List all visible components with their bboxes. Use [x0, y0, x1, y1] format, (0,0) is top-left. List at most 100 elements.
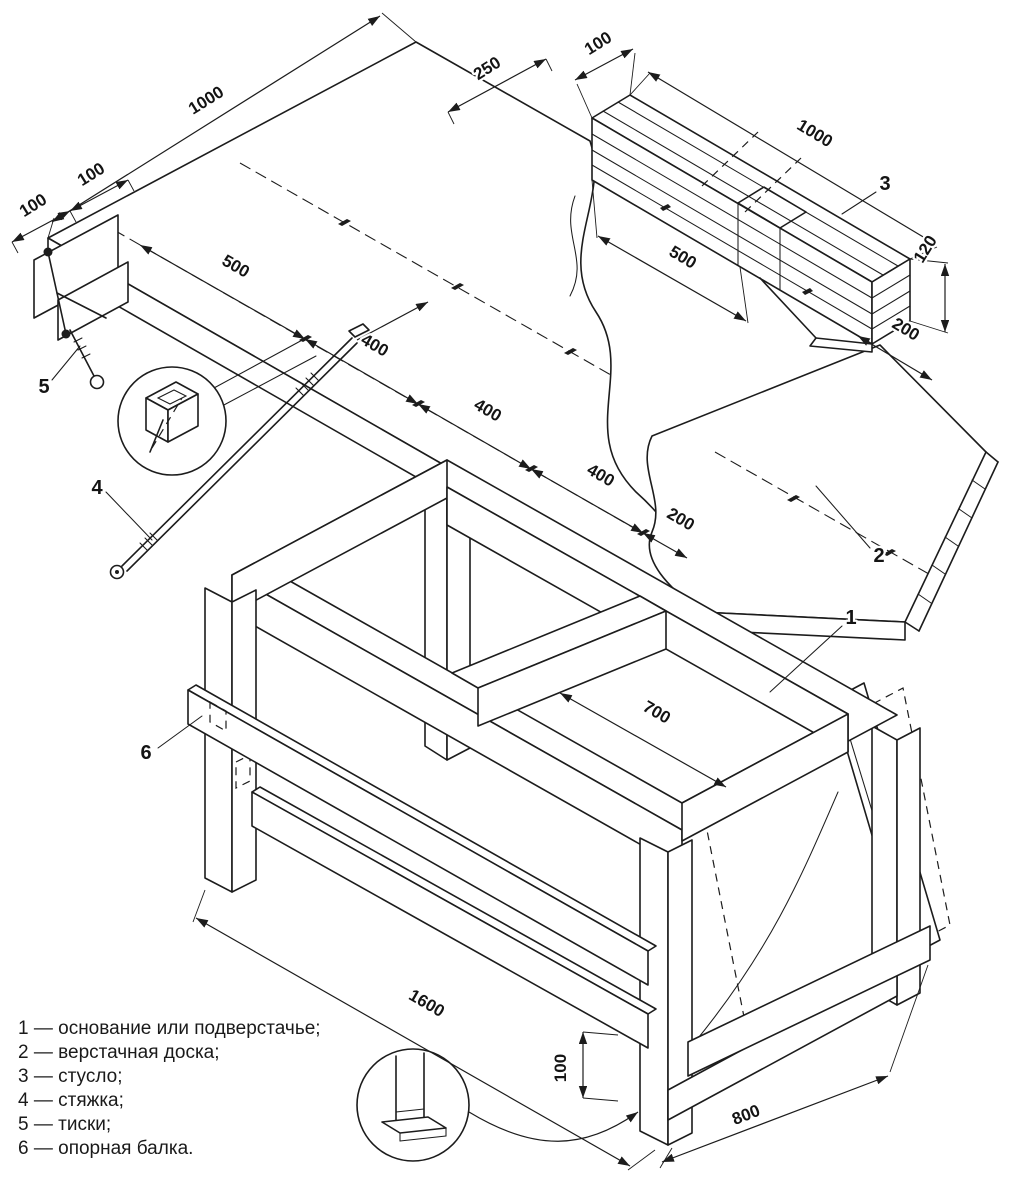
dim-line-1600 [195, 917, 631, 1167]
callout-4: 4 [91, 477, 103, 499]
detail-leader [213, 337, 307, 389]
callouts: 1 2 3 4 5 6 [36, 171, 893, 767]
callout-leader-4 [105, 491, 153, 541]
benchtop-right-top-face [646, 344, 987, 623]
stair-step-line [931, 564, 946, 575]
dim-label-miter-120: 120 [910, 232, 941, 266]
guide-rod-knob [89, 374, 105, 390]
dog-hole [637, 529, 650, 536]
dim-label-leg-100: 100 [551, 1054, 570, 1082]
legend-item-5: 5 — тиски; [18, 1114, 111, 1135]
tie-rod-washer [348, 323, 370, 338]
dim-line-800 [661, 1075, 889, 1163]
callout-leader-6 [157, 715, 203, 749]
dim-label-1600: 1600 [406, 986, 448, 1021]
dim-label-100-top: 100 [581, 28, 615, 59]
callout-leader-2 [815, 485, 871, 549]
extension-line [909, 246, 938, 260]
vise [33, 214, 129, 390]
extension-line [629, 72, 651, 96]
bottom-panel [687, 925, 931, 1077]
beam-notch [209, 700, 227, 733]
support-beam-front [187, 689, 649, 986]
dim-line-400c [530, 468, 644, 534]
callout-3: 3 [879, 173, 890, 195]
extension-line [739, 266, 749, 324]
dim-label-miter-500: 500 [666, 242, 700, 273]
extension-line [127, 179, 135, 192]
vise-screw [56, 292, 107, 319]
dim-line-miter-1000 [647, 71, 936, 245]
leg-front-right [639, 837, 669, 1146]
handle-ball [43, 247, 53, 257]
tie-rod-eye [109, 564, 125, 580]
extension-line [909, 258, 949, 264]
detail-leader [221, 355, 317, 407]
lamination-line [871, 305, 911, 330]
extension-line [545, 58, 553, 72]
callout-2: 2 [873, 545, 884, 567]
detail-pointer-arrow [468, 1111, 639, 1142]
dog-hole [564, 348, 577, 355]
torn-edge-curl [569, 195, 578, 297]
thread-tick [77, 345, 87, 351]
callout-1: 1 [845, 607, 856, 629]
lower-stretcher-top [251, 786, 657, 1015]
legend-item-2: 2 — верстачная доска; [18, 1042, 220, 1063]
extension-line [629, 52, 636, 96]
dim-line-100a [11, 210, 71, 243]
dim-line-500 [139, 244, 306, 340]
extension-line [582, 1097, 619, 1102]
extension-line [447, 111, 455, 125]
detail-circle [356, 1048, 470, 1162]
extension-line [381, 12, 417, 43]
detail-circle-foot [356, 1048, 639, 1162]
legend-item-1: 1 — основание или подверстачье; [18, 1018, 321, 1039]
extension-line [627, 1149, 656, 1171]
stub-centerline [151, 397, 183, 449]
thread-tick [149, 532, 158, 541]
dim-line-250 [447, 58, 547, 113]
board-end-thickness [985, 451, 999, 463]
tie-rod-eye-center [115, 570, 119, 574]
thread-tick [144, 537, 153, 546]
legend-item-3: 3 — стусло; [18, 1066, 122, 1087]
dog-hole [525, 465, 538, 472]
vise-guide-block [57, 261, 129, 341]
dim-label-100a: 100 [16, 190, 50, 221]
top-frame-left-end [231, 459, 448, 614]
dim-label-700: 700 [640, 697, 674, 728]
dog-hole [451, 283, 464, 290]
dim-line-miter-500 [597, 235, 747, 322]
dim-label-100b: 100 [74, 159, 108, 190]
top-frame-inner-right [681, 713, 849, 842]
dog-hole [883, 549, 896, 556]
thread-tick [73, 337, 83, 343]
extension-line [192, 889, 206, 923]
hole-centerline-2 [239, 162, 716, 551]
extension-line [659, 1147, 673, 1169]
lamination-line [871, 274, 911, 299]
legend-item-4: 4 — стяжка; [18, 1090, 124, 1111]
lamination-line [871, 290, 911, 315]
handle-ball [61, 329, 71, 339]
extension-line [591, 179, 598, 239]
chamfer-lip [809, 337, 873, 353]
extension-line [69, 210, 77, 223]
dim-label-1000: 1000 [185, 82, 227, 118]
cross-rail-side [477, 610, 667, 727]
dim-line-400a [304, 338, 419, 405]
thread-tick [295, 387, 304, 396]
dog-hole [412, 400, 425, 407]
dog-hole [787, 495, 800, 502]
nut-square [156, 389, 188, 405]
miter-hole [802, 288, 813, 295]
benchtop-board-right [646, 344, 999, 641]
stair-step-line [917, 593, 932, 604]
dim-line-700 [559, 692, 727, 788]
board-end-thickness [904, 621, 920, 632]
legend: 1 — основание или подверстачье; 2 — верс… [18, 1018, 321, 1159]
extension-line [889, 964, 929, 1073]
detail-circle-nut [117, 337, 317, 476]
